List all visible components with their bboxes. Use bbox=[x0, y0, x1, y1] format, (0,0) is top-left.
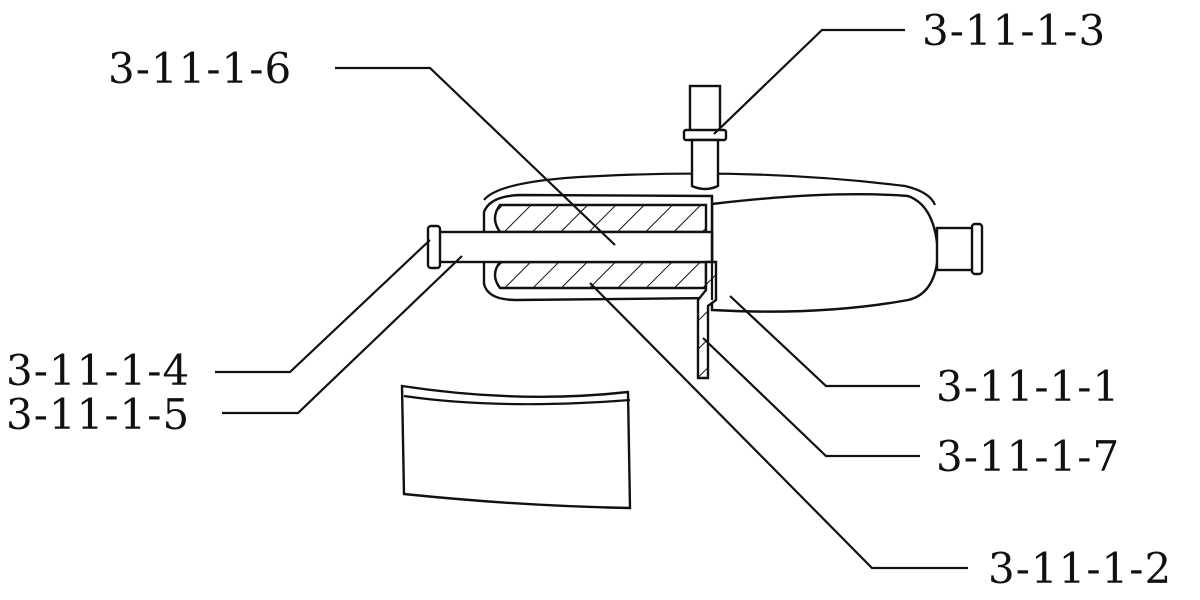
label-3-11-1-1: 3-11-1-1 bbox=[936, 362, 1121, 411]
lower-block-face bbox=[403, 394, 631, 406]
leader-3-11-1-1 bbox=[729, 295, 920, 388]
leader-3-11-1-4 bbox=[215, 239, 431, 374]
leader-3-11-1-7 bbox=[702, 337, 920, 458]
right-shaft-cap bbox=[970, 222, 984, 276]
inlet-collar bbox=[682, 128, 728, 142]
leader-3-11-1-6 bbox=[335, 66, 616, 246]
label-3-11-1-3: 3-11-1-3 bbox=[922, 6, 1107, 55]
housing-top-rim bbox=[483, 172, 937, 206]
label-3-11-1-2: 3-11-1-2 bbox=[988, 544, 1173, 593]
leader-3-11-1-5 bbox=[222, 255, 463, 415]
left-shaft-cap bbox=[426, 224, 442, 270]
label-3-11-1-7: 3-11-1-7 bbox=[936, 432, 1121, 481]
leader-3-11-1-2 bbox=[589, 282, 968, 570]
hatched-core-lower bbox=[493, 260, 708, 290]
label-3-11-1-5: 3-11-1-5 bbox=[6, 390, 191, 439]
label-3-11-1-4: 3-11-1-4 bbox=[6, 346, 191, 395]
leader-3-11-1-3 bbox=[713, 28, 905, 135]
right-shaft bbox=[935, 226, 977, 272]
housing-right bbox=[710, 193, 940, 313]
label-3-11-1-6: 3-11-1-6 bbox=[108, 44, 293, 93]
inlet-pipe bbox=[688, 84, 722, 136]
hatched-core-upper bbox=[493, 203, 708, 234]
central-shaft bbox=[434, 230, 714, 264]
lower-block bbox=[400, 384, 632, 510]
inlet-nozzle bbox=[690, 138, 720, 191]
